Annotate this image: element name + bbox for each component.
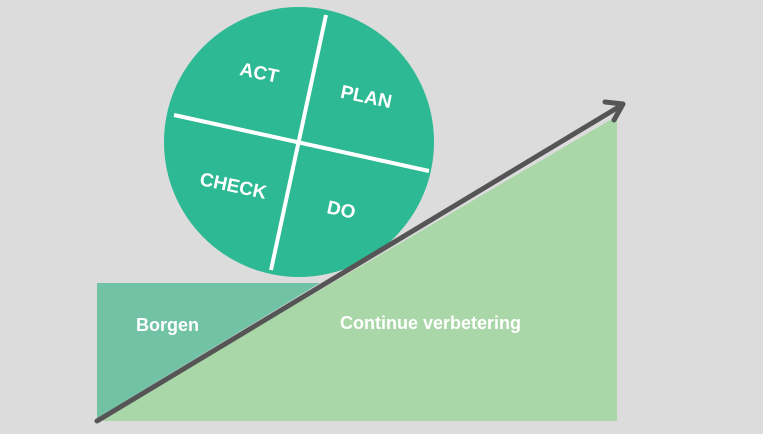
pdca-wheel: ACT PLAN CHECK DO [164, 7, 434, 277]
borgen-label: Borgen [136, 315, 199, 335]
improvement-arrow [94, 99, 626, 424]
arrow-head-icon [602, 99, 626, 123]
continuous-improvement-label: Continue verbetering [340, 313, 521, 333]
arrow-shaft [94, 105, 620, 424]
borgen-block [97, 283, 320, 418]
wheel-divider-horizontal [173, 113, 430, 173]
